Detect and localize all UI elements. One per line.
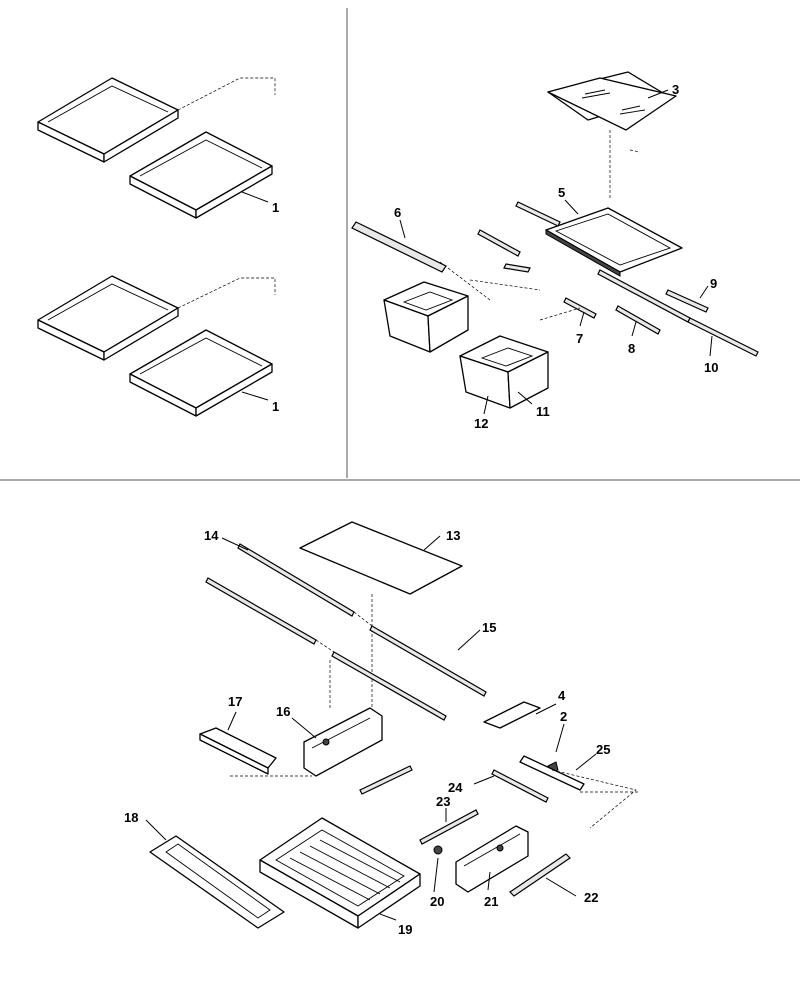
leader-1a [241,191,269,203]
leader-8 [631,321,637,337]
callout-c8: 8 [628,341,635,356]
crisper-drawer-right [459,335,549,409]
callout-c2: 2 [560,709,567,724]
wire-22 [509,853,571,897]
callout-c1b: 1 [272,399,279,414]
callout-c22: 22 [584,890,598,905]
callout-c9: 9 [710,276,717,291]
leader-3 [647,89,669,99]
crisper-cover-glass [547,71,677,200]
crisper-drawer-left [383,281,469,353]
leader-7 [579,311,585,327]
callout-c15: 15 [482,620,496,635]
callout-c17: 17 [228,694,242,709]
slide-bracket-16 [303,707,383,777]
callout-c23: 23 [436,794,450,809]
leader-15 [457,629,481,651]
callout-c16: 16 [276,704,290,719]
callout-c3: 3 [672,82,679,97]
leader-12 [483,395,489,415]
callout-c19: 19 [398,922,412,937]
small-rails [439,229,759,357]
callout-c11: 11 [536,404,550,419]
leader-5 [564,199,579,215]
slide-bracket-21 [455,825,529,893]
slide-rail-6 [351,221,447,273]
shelf-group-lower [37,275,276,417]
shelf-upper-front [129,131,273,219]
long-rails [205,543,487,721]
callout-c20: 20 [430,894,444,909]
callout-c5: 5 [558,185,565,200]
shelf-lower-front [129,329,273,417]
callout-c6: 6 [394,205,401,220]
leader-2 [555,723,565,753]
drawer-front-18 [149,835,285,929]
leader-6 [399,219,406,239]
callout-c1a: 1 [272,200,279,215]
meat-pan-19 [259,817,421,929]
shelf-group-upper [37,77,276,219]
leader-21 [487,871,491,891]
leader-18 [145,819,167,841]
leader-19 [379,913,397,921]
leader-1b [241,391,269,401]
callout-c18: 18 [124,810,138,825]
callout-c10: 10 [704,360,718,375]
callout-c12: 12 [474,416,488,431]
glass-cover-13 [299,521,463,720]
leader-25 [575,753,597,771]
leader-9 [699,285,709,299]
leader-24 [473,775,495,785]
handle-17 [199,727,277,775]
callout-c4: 4 [558,688,566,703]
small-parts-mid [230,701,640,855]
leader-20 [433,857,439,893]
callout-c14: 14 [204,528,219,543]
leader-4 [535,703,557,715]
callout-c7: 7 [576,331,583,346]
callout-c13: 13 [446,528,460,543]
leader-14 [221,537,249,551]
callout-c24: 24 [448,780,463,795]
shelf-upper-back [37,77,276,163]
leader-16 [291,717,317,739]
shelf-lower-back [37,275,276,361]
leader-13 [423,535,441,551]
leader-10 [709,335,713,357]
callout-c25: 25 [596,742,610,757]
leader-17 [227,711,237,731]
leader-22 [545,877,577,897]
leader-11 [517,391,533,405]
crisper-frame [515,201,691,323]
callout-c21: 21 [484,894,498,909]
